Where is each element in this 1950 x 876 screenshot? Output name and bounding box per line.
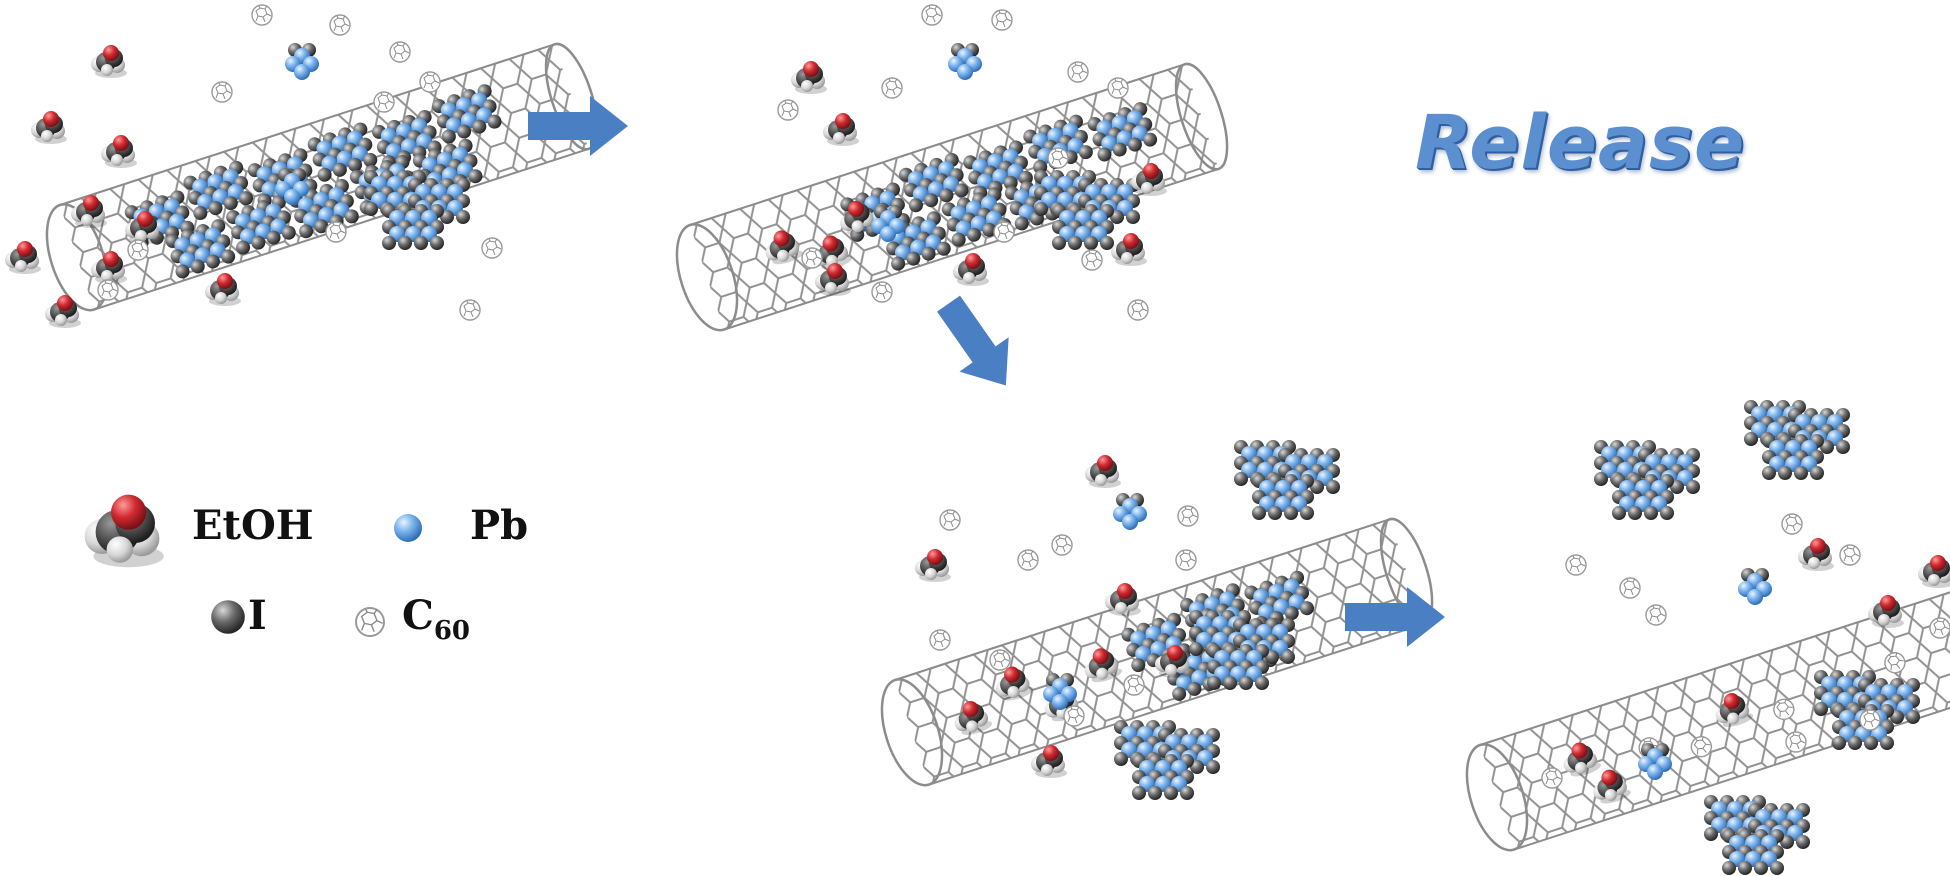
legend-c60-label: C60 [402,592,470,646]
legend-pb-label: Pb [470,502,529,549]
legend [84,494,422,637]
nanotube-2 [664,56,1239,339]
legend-c60-sub: 60 [433,616,471,646]
stage-1 [5,4,609,328]
legend-etoh-label: EtOH [192,502,314,549]
stage-4 [1454,400,1950,875]
stage-2 [664,4,1239,339]
ethanol-molecule-icon [84,494,164,568]
arrow-down-2 [923,286,1031,403]
release-title: Release [1415,100,1746,186]
c60-fullerene-icon [355,607,385,637]
lead-atom-icon [394,514,422,542]
legend-c60-main: C [402,592,434,639]
iodine-atom-icon [211,600,245,634]
legend-i-label: I [248,592,267,639]
